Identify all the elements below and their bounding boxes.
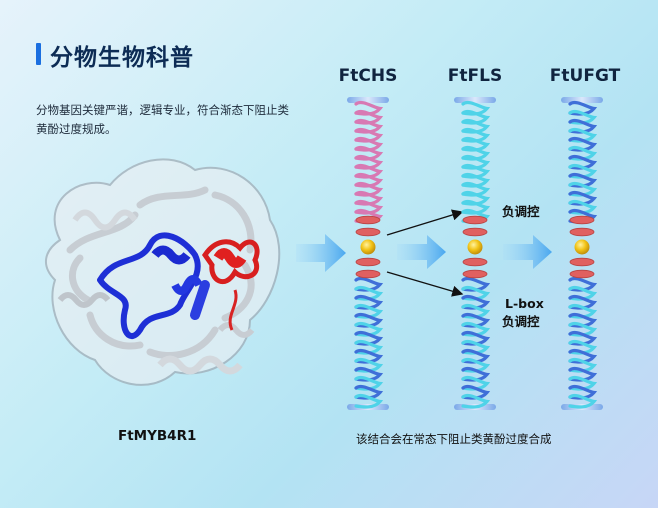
arrow-chs-to-fls <box>397 235 446 269</box>
helix-fls <box>454 97 496 410</box>
helix-rung <box>569 227 595 237</box>
gene-label-ufgt: FtUFGT <box>549 66 621 86</box>
arrow-fls-to-ufgt <box>503 235 552 269</box>
helix-rung <box>355 257 381 267</box>
helix-top-cap <box>561 97 603 103</box>
negative-regulation-label: 负调控 <box>502 204 540 219</box>
page-subtitle: 分物基因关键严谐，逻辑专业，符合渐态下阻止类黄酚过度规成。 <box>36 103 289 136</box>
helix-rung <box>355 227 381 237</box>
helix-rung <box>355 215 381 225</box>
lbox-negative-label: 负调控 <box>502 314 540 329</box>
arrow-to-negative <box>386 209 464 236</box>
helix-rung <box>355 269 381 279</box>
binding-site-ball <box>574 239 590 255</box>
helix-chs <box>347 97 389 410</box>
protein-label: FtMYB4R1 <box>118 428 197 444</box>
page-title: 分物生物科普 <box>50 45 194 71</box>
helix-rung <box>462 215 488 225</box>
arrow-to-lbox <box>386 271 464 297</box>
binding-site-ball <box>360 239 376 255</box>
title-accent-bar <box>36 43 41 65</box>
gene-label-chs: FtCHS <box>338 66 398 86</box>
flow-arrows <box>296 234 552 272</box>
binding-site-ball <box>467 239 483 255</box>
helix-top-cap <box>454 97 496 103</box>
helix-rung <box>462 269 488 279</box>
gene-label-fls: FtFLS <box>447 66 503 86</box>
helix-rung <box>569 269 595 279</box>
protein-structure <box>45 158 281 386</box>
helix-rung <box>569 257 595 267</box>
arrow-protein-to-helix <box>296 234 346 272</box>
lbox-label: L-box <box>505 296 544 311</box>
helix-rung <box>569 215 595 225</box>
helix-ufgt <box>561 97 603 410</box>
helix-rung <box>462 257 488 267</box>
caption: 该结合会在常态下阻止类黄酚过度合成 <box>356 432 552 446</box>
helix-top-cap <box>347 97 389 103</box>
helix-layer <box>347 97 603 410</box>
helix-rung <box>462 227 488 237</box>
